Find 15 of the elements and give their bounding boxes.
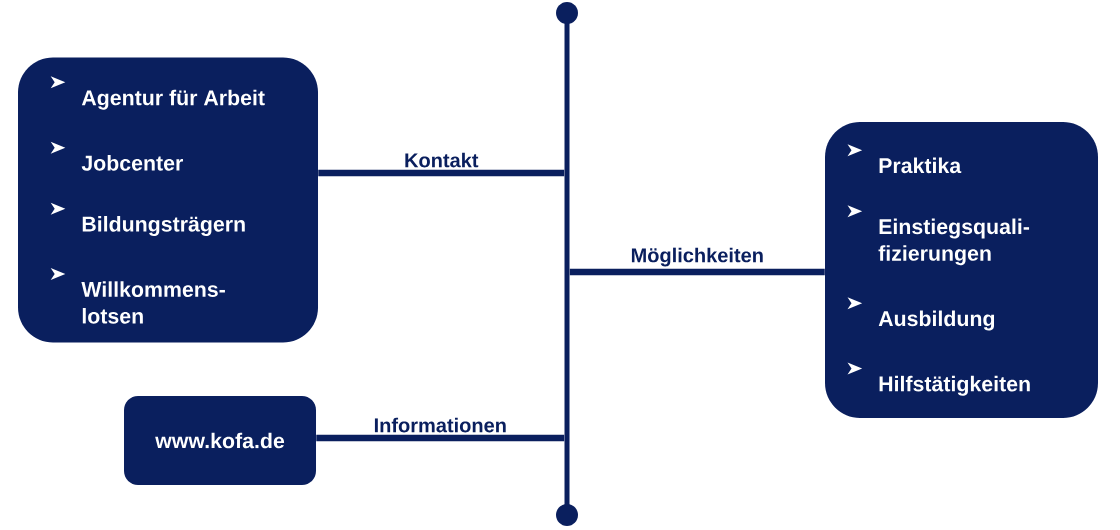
edge-label: Möglichkeiten [631, 247, 763, 267]
edge-label: Informationen [374, 417, 506, 433]
list-item: Agentur für Arbeit [81, 89, 265, 110]
list-item: Praktika [879, 157, 962, 174]
list-item: Jobcenter [81, 155, 183, 171]
rounded-box [825, 122, 1098, 418]
list-item: Willkommens- lotsen [81, 281, 225, 324]
rounded-box [18, 57, 318, 343]
edge-label: Kontakt [405, 152, 479, 168]
list-item: Hilfstätigkeiten [879, 375, 1030, 396]
rounded-box: www.kofa.de [124, 396, 316, 485]
list-item: Ausbildung [878, 310, 995, 331]
list-item: Bildungsträgern [82, 216, 245, 236]
list-item: Einstiegsquali- fizierungen [878, 218, 1030, 266]
timeline-bar [556, 2, 578, 526]
